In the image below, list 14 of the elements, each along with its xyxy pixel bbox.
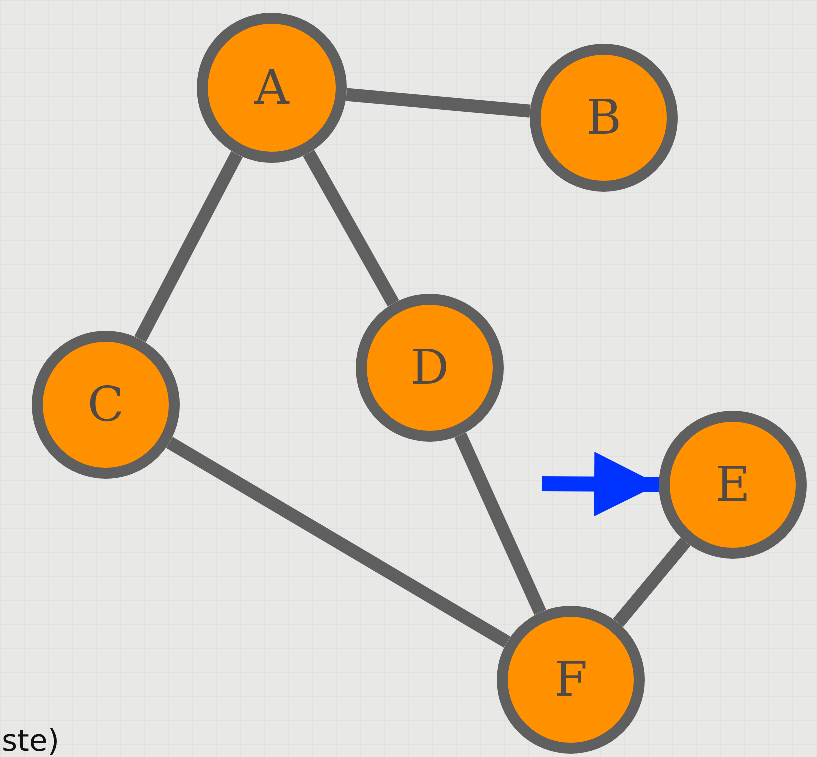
edge-line: [346, 88, 531, 118]
note-text: ste): [2, 727, 60, 757]
arrow: [542, 452, 660, 517]
node-label: B: [586, 94, 622, 142]
node-label: F: [554, 656, 588, 704]
edge-line: [303, 150, 400, 307]
node-label: C: [88, 381, 124, 429]
edge-line: [166, 437, 511, 648]
node-label: A: [254, 64, 290, 112]
node-label: D: [410, 344, 450, 392]
edge-line: [454, 432, 546, 616]
node-label: E: [715, 461, 751, 509]
edge-line: [613, 538, 691, 628]
edge-line: [134, 151, 243, 342]
